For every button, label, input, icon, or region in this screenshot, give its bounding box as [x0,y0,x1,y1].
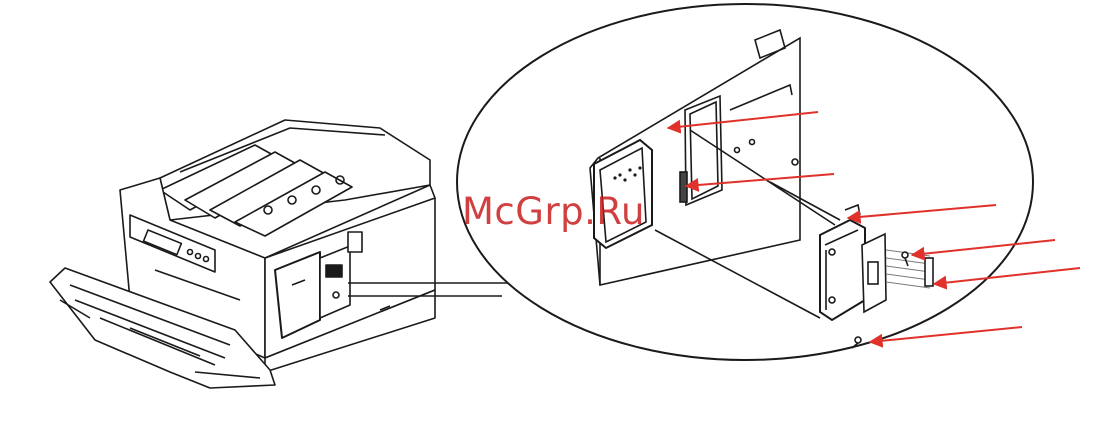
printer-illustration [50,120,435,388]
watermark-text: McGrp.Ru [462,190,645,233]
